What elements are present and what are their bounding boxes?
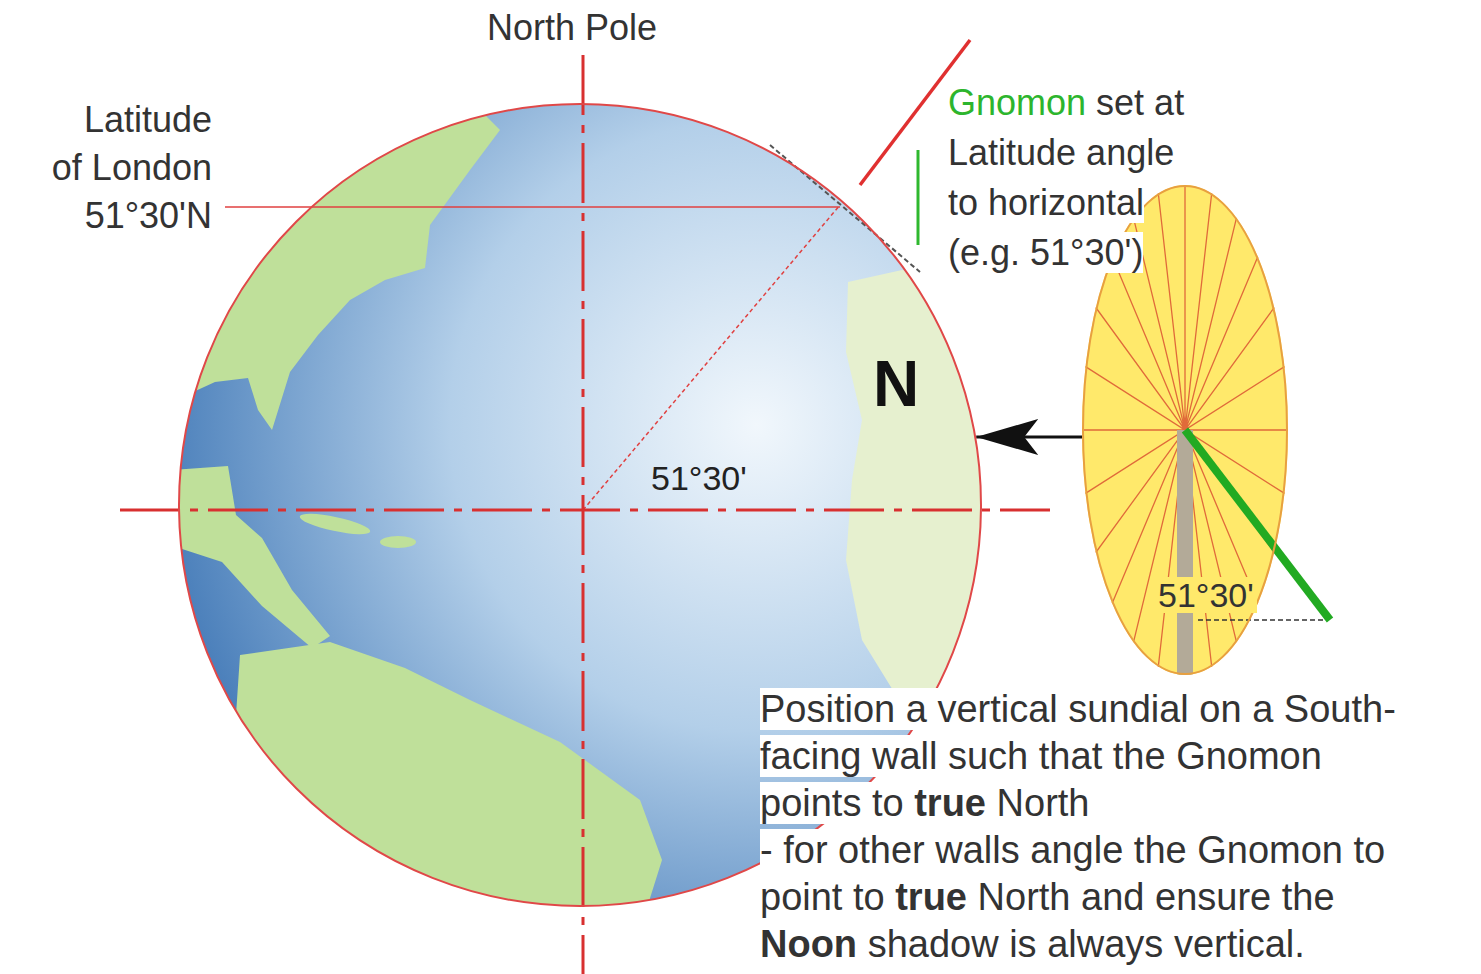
label-text: North and ensure the <box>978 876 1335 918</box>
gnomon-note: Gnomon set at Latitude angle to horizont… <box>948 78 1196 278</box>
label-text: Latitude of London 51°30'N <box>52 99 212 236</box>
direction-label: N <box>873 352 919 416</box>
emphasis-text: Noon <box>760 923 857 965</box>
south-america <box>235 642 662 930</box>
gnomon-word: Gnomon <box>948 82 1086 123</box>
pole-label: North Pole <box>372 6 772 50</box>
latitude-line <box>225 206 840 208</box>
central-america <box>170 466 330 648</box>
direction-arrow <box>976 436 1082 439</box>
equator-line <box>120 509 1050 512</box>
hispaniola <box>380 536 416 548</box>
emphasis-text: true <box>895 876 967 918</box>
label-text: North <box>997 782 1090 824</box>
angle-label: 51°30' <box>648 458 750 498</box>
latitude-label: Latitude of London 51°30'N <box>46 96 212 240</box>
label-text: shadow is always vertical. <box>868 923 1305 965</box>
label-text: North Pole <box>487 7 657 48</box>
emphasis-text: true <box>914 782 986 824</box>
north-america <box>170 100 500 430</box>
cuba <box>298 510 371 539</box>
angle-label: 51°30' <box>1155 577 1257 613</box>
instruction-note: Position a vertical sundial on a South-f… <box>760 686 1428 968</box>
horizontal-reference <box>1198 619 1325 621</box>
vertical-reference <box>917 150 920 245</box>
noon-shadow <box>1177 430 1193 680</box>
polar-axis <box>582 55 585 974</box>
latitude-radius <box>583 205 840 510</box>
